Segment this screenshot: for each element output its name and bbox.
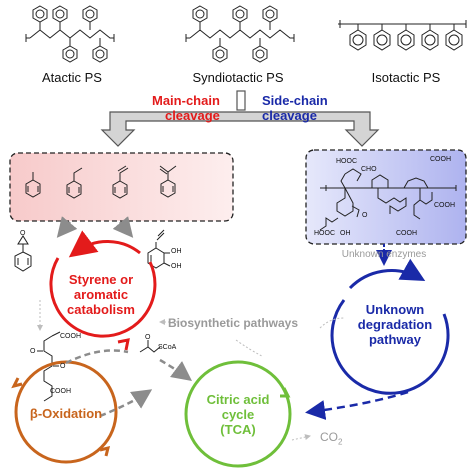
atactic-ps-structure [25,5,115,63]
chem-scoa: SCoA [158,344,177,351]
epoxide-molecule [14,235,32,272]
side-chain-products-box [305,149,467,245]
chem-oh: OH [340,230,351,237]
chem-cooh-keto-bottom: COOH [50,388,71,395]
beta-oxidation-label: β-Oxidation [29,406,103,421]
chem-cooh-mid: COOH [434,202,455,209]
styrene-catabolism-cycle [49,230,157,351]
keto-acid-molecule [37,331,61,402]
acyl-coa-molecule [139,340,161,353]
isotactic-ps-label: Isotactic PS [371,70,441,85]
connector-arrows [37,216,409,441]
unknown-degradation-cycle [330,258,450,395]
styrene-catabolism-label: Styrene or aromatic catabolism [67,272,135,317]
chem-hooc-bottom: HOOC [314,230,335,237]
co2-label: CO2 [320,430,343,447]
chem-o-mid: O [362,212,368,219]
chem-o-acyl: O [145,334,151,341]
atactic-ps-label: Atactic PS [42,70,102,85]
biosynthetic-pathways-label: Biosynthetic pathways [168,316,299,330]
chem-hooc-top: HOOC [336,158,357,165]
chem-o-keto-2: O [60,363,66,370]
cleavage-split-arrow [100,90,380,147]
side-chain-cleavage-label: Side-chain cleavage [262,93,328,123]
chem-oh-diol-1: OH [171,248,182,255]
main-chain-cleavage-label: Main-chain cleavage [152,93,220,123]
unknown-degradation-label: Unknown degradation pathway [357,302,433,347]
chem-cooh-keto-top: COOH [60,333,81,340]
chem-o-epoxide: O [20,230,26,237]
syndiotactic-ps-structure [185,5,295,63]
chem-cooh-top: COOH [430,156,451,163]
syndiotactic-ps-label: Syndiotactic PS [192,70,284,85]
main-chain-products-box [9,152,234,222]
diol-molecule [147,229,171,269]
chem-o-keto-1: O [30,348,36,355]
chem-cho: CHO [361,166,377,173]
unknown-enzymes-label: Unknown enzymes [341,249,427,260]
tca-cycle-label: Citric acid cycle (TCA) [206,392,270,437]
tca-cycle [184,360,292,468]
isotactic-ps-structure [338,20,467,51]
chem-oh-diol-2: OH [171,263,182,270]
chem-cooh-bottom: COOH [396,230,417,237]
